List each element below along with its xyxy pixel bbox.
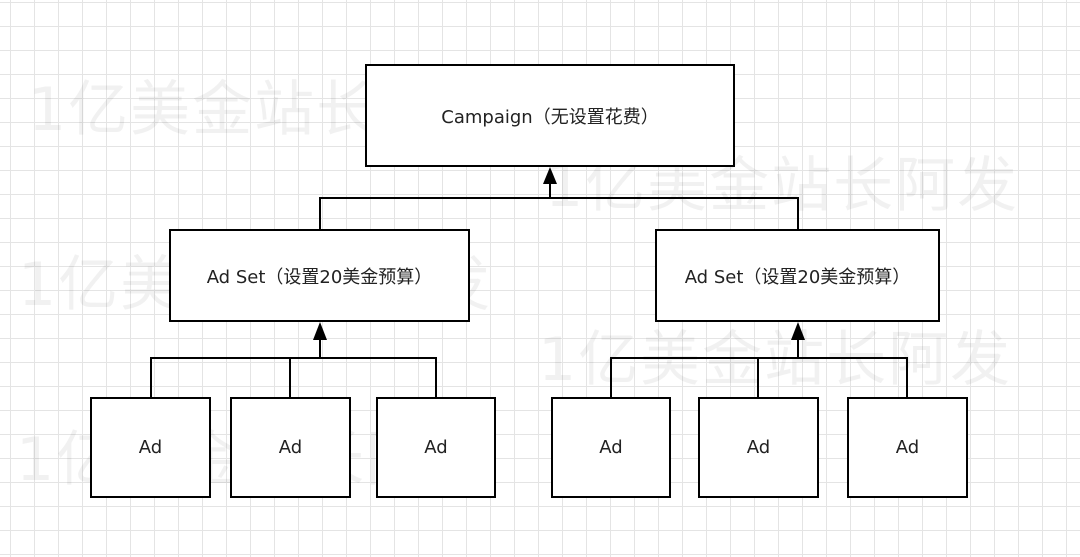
ad-node: Ad xyxy=(230,397,351,498)
ad-set-node-right: Ad Set（设置20美金预算） xyxy=(655,229,940,322)
ad-label: Ad xyxy=(895,437,920,458)
ad-node: Ad xyxy=(698,397,819,498)
campaign-label: Campaign（无设置花费） xyxy=(441,106,659,128)
ad-label: Ad xyxy=(278,437,303,458)
arrowhead-right-adset xyxy=(791,322,805,340)
connector-left-adset-ads xyxy=(150,357,437,397)
arrowhead-left-adset xyxy=(313,322,327,340)
ad-node: Ad xyxy=(551,397,671,498)
arrowhead-campaign xyxy=(543,167,557,184)
ad-node: Ad xyxy=(847,397,968,498)
ad-node: Ad xyxy=(90,397,211,498)
campaign-node: Campaign（无设置花费） xyxy=(365,64,735,167)
ad-label: Ad xyxy=(138,437,163,458)
ad-label: Ad xyxy=(424,437,448,458)
ad-set-node-left: Ad Set（设置20美金预算） xyxy=(169,229,470,322)
connector-campaign-adsets xyxy=(319,197,799,229)
ad-set-label: Ad Set（设置20美金预算） xyxy=(684,266,911,288)
ad-label: Ad xyxy=(599,437,623,458)
ad-label: Ad xyxy=(746,437,771,458)
ad-node: Ad xyxy=(376,397,496,498)
ad-set-label: Ad Set（设置20美金预算） xyxy=(206,266,433,288)
